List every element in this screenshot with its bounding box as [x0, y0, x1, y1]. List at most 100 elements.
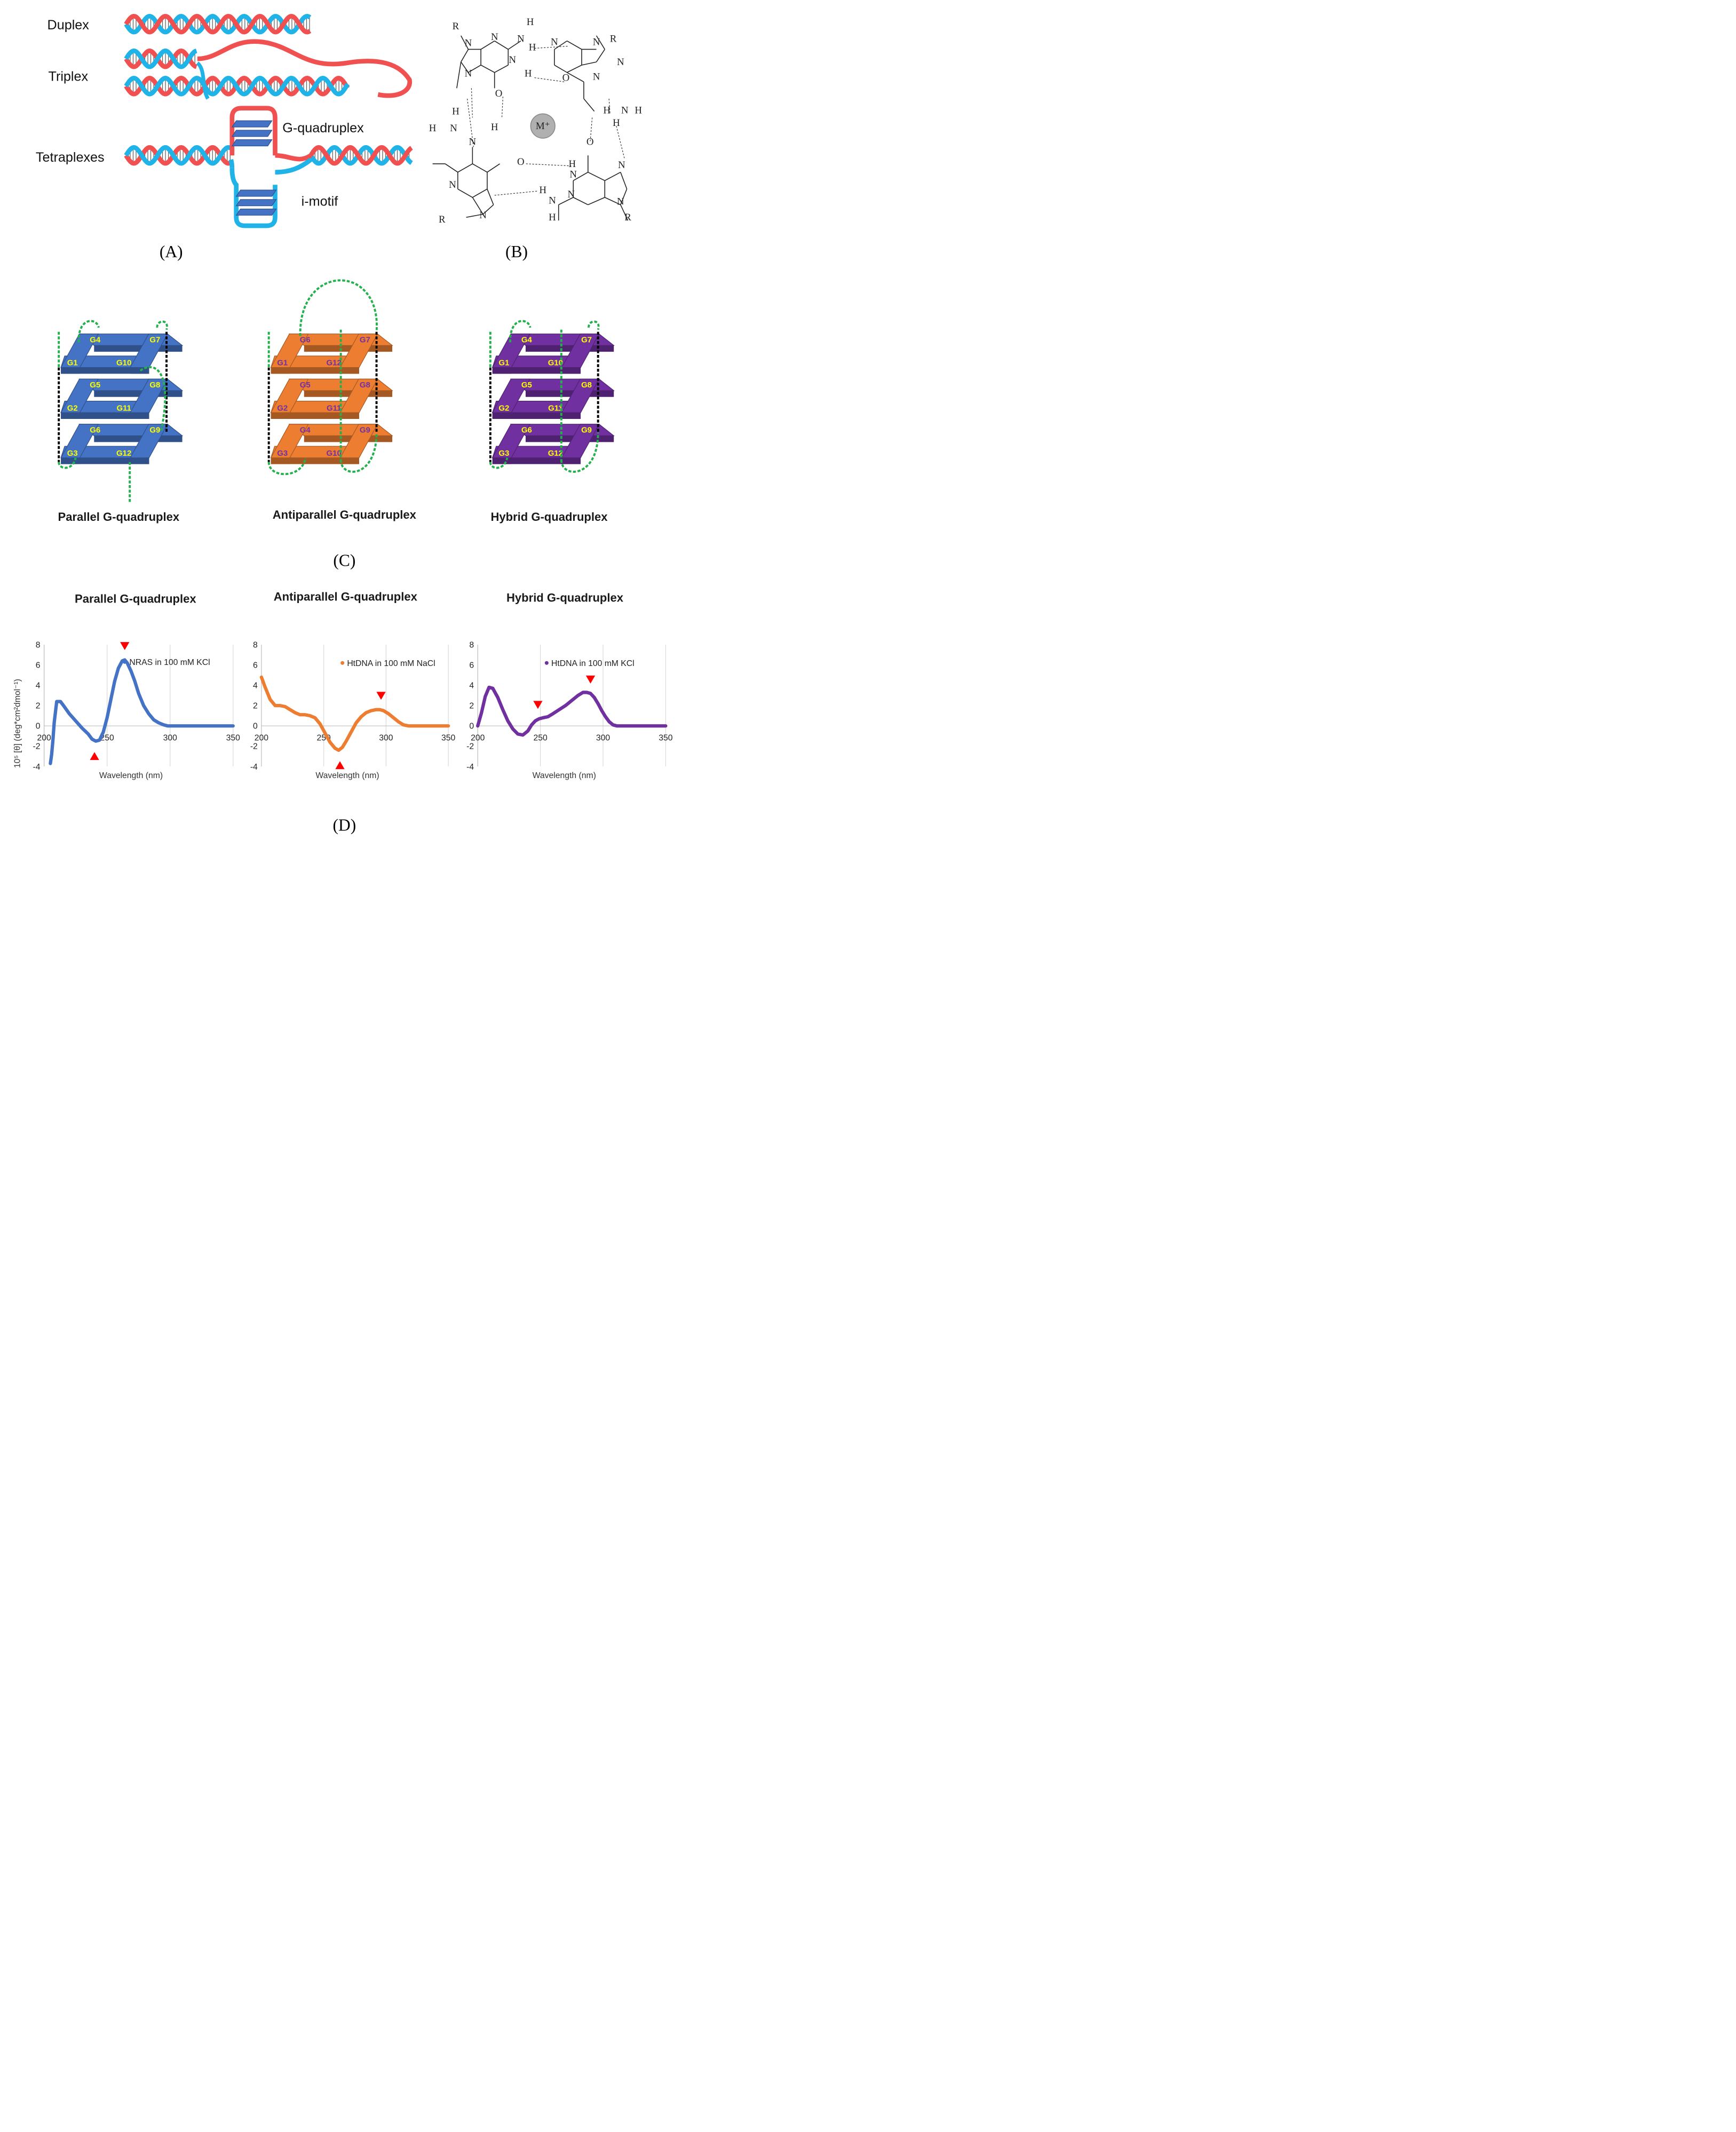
- tetrad-bar-edge: [340, 413, 359, 419]
- guanine-label: G7: [149, 335, 160, 344]
- x-axis-label: Wavelength (nm): [315, 771, 379, 780]
- bond: [558, 197, 574, 205]
- x-axis-label: Wavelength (nm): [99, 771, 163, 780]
- hydrogen-bond: [494, 191, 538, 196]
- tetrad-bar-edge: [492, 367, 581, 374]
- tetraplex-right-helix: [308, 145, 413, 166]
- loop-segment: [339, 432, 378, 473]
- guanine-label: G7: [581, 335, 592, 344]
- tetrad-bar-edge: [525, 390, 614, 397]
- metal-ion-label: M⁺: [536, 121, 550, 132]
- atom-n: N: [617, 196, 624, 208]
- spectrum-line: [476, 685, 668, 737]
- bond: [487, 188, 494, 205]
- bond: [494, 41, 509, 50]
- loop-segment: [58, 457, 77, 469]
- atom-n: N: [465, 68, 472, 80]
- guanine-label: G5: [90, 381, 100, 390]
- tetrad-bar-edge: [492, 457, 512, 464]
- guanine-label: G6: [300, 335, 311, 344]
- atom-n: N: [569, 169, 577, 180]
- y-tick-label: -2: [466, 742, 474, 751]
- atom-h: H: [549, 212, 556, 223]
- y-tick-label: 2: [253, 702, 258, 711]
- duplex-helix: [124, 13, 312, 35]
- guanine-label: G2: [498, 403, 509, 413]
- x-tick-label: 300: [163, 734, 178, 743]
- tetrad-bar-edge: [492, 413, 512, 419]
- tetrad-bar-edge: [271, 457, 290, 464]
- guanine-label: G11: [327, 403, 341, 413]
- y-tick-label: 8: [253, 641, 258, 650]
- hydrogen-bond: [534, 77, 565, 83]
- y-tick-label: 0: [253, 722, 258, 731]
- guanine-label: G3: [498, 449, 509, 458]
- x-tick-label: 250: [533, 734, 548, 743]
- title-hybrid-structure: Hybrid G-quadruplex: [491, 510, 608, 524]
- title-antiparallel-structure: Antiparallel G-quadruplex: [273, 508, 417, 521]
- bond: [588, 171, 605, 181]
- bond: [567, 41, 582, 50]
- bond: [480, 41, 495, 50]
- atom-n: N: [551, 37, 558, 48]
- bond: [480, 65, 495, 73]
- loop-segment: [139, 366, 167, 431]
- x-tick-label: 300: [379, 734, 393, 743]
- guanine-label: G1: [67, 359, 78, 368]
- y-tick-label: -2: [33, 742, 41, 751]
- hydrogen-bond: [501, 96, 504, 118]
- atom-r: R: [610, 34, 617, 45]
- hydrogen-bond: [608, 98, 611, 114]
- atom-r: R: [453, 21, 459, 32]
- loop-segment: [156, 320, 168, 330]
- y-tick-label: -2: [250, 742, 258, 751]
- guanine-label: G2: [67, 403, 78, 413]
- atom-n: N: [450, 123, 457, 134]
- atom-h: H: [613, 117, 620, 129]
- y-tick-label: 6: [469, 661, 474, 670]
- tetrad-bar-edge: [61, 457, 149, 464]
- guanine-label: G8: [581, 381, 592, 390]
- y-axis-label: 10⁵ [θ] (deg*cm²dmol⁻¹): [13, 679, 22, 768]
- hydrogen-bond: [534, 45, 568, 49]
- bond: [468, 65, 481, 73]
- y-tick-label: 6: [36, 661, 41, 670]
- loop-segment: [299, 279, 378, 336]
- atom-n: N: [593, 37, 600, 48]
- bond: [573, 197, 589, 205]
- connector-blue: [275, 157, 313, 175]
- legend-label: HtDNA in 100 mM KCl: [551, 659, 635, 668]
- guanine-label: G1: [277, 359, 288, 368]
- loop-segment: [560, 432, 599, 473]
- atom-r: R: [439, 214, 446, 225]
- connector-blue: [228, 159, 235, 168]
- tetrad-bar-edge: [340, 457, 359, 464]
- tetrad-bar: [492, 378, 530, 413]
- atom-h: H: [529, 42, 536, 53]
- tetrad-bar: [60, 378, 99, 413]
- bond: [508, 41, 521, 50]
- guanine-label: G1: [498, 359, 509, 368]
- atom-n: N: [549, 195, 556, 207]
- loop-segment: [267, 457, 307, 475]
- atom-n: N: [469, 137, 477, 148]
- tetrad-bar-edge: [492, 413, 581, 419]
- guanine-label: G9: [360, 426, 370, 435]
- atom-n: N: [509, 54, 516, 66]
- bond: [596, 35, 605, 50]
- guanine-label: G6: [521, 426, 532, 435]
- bond: [554, 41, 567, 50]
- guanine-label: G6: [90, 426, 100, 435]
- x-tick-label: 350: [659, 734, 673, 743]
- guanine-label: G3: [67, 449, 78, 458]
- bond: [567, 65, 582, 73]
- atom-n: N: [621, 105, 629, 116]
- bond: [583, 98, 595, 112]
- strand: [308, 145, 413, 166]
- guanine-label: G10: [548, 359, 563, 368]
- tetrad-bar-edge: [271, 367, 290, 374]
- peak-marker: [533, 701, 543, 709]
